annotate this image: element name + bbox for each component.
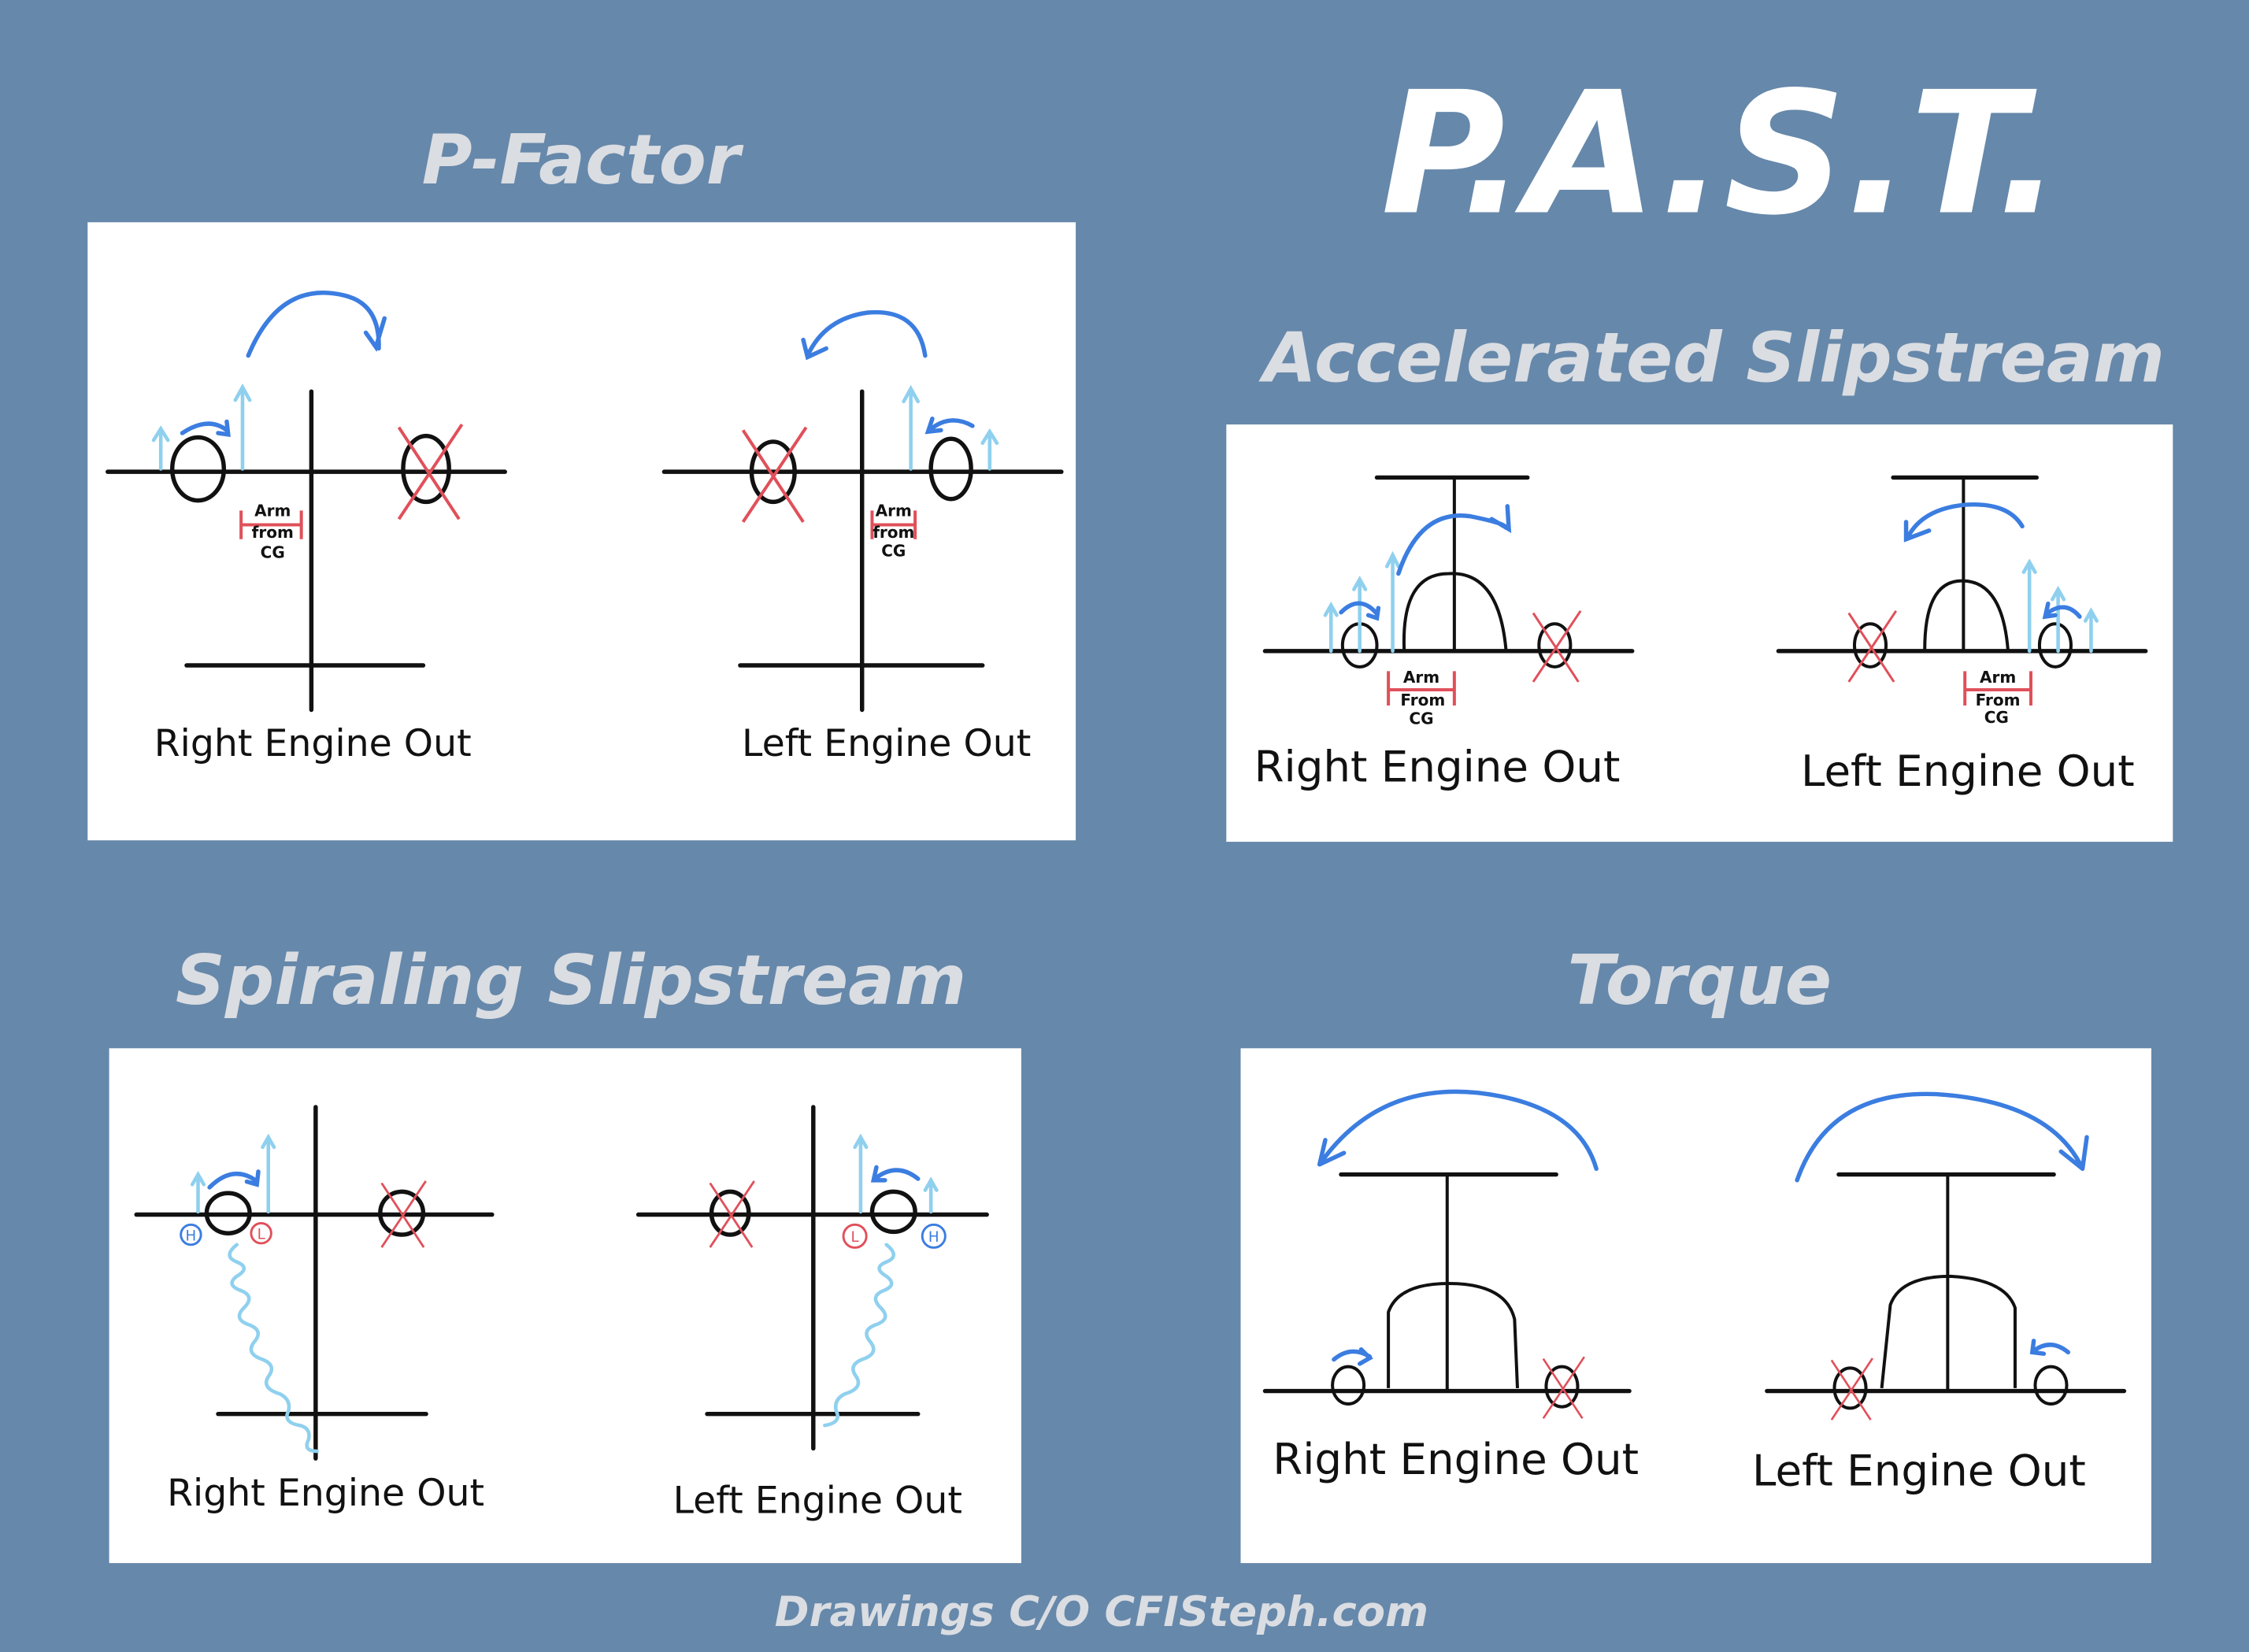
low-pressure-marker: L bbox=[258, 1227, 266, 1243]
from-label: from bbox=[252, 523, 294, 542]
arm-label: Arm bbox=[254, 502, 291, 520]
right-engine-out-label: Right Engine Out bbox=[154, 722, 472, 765]
left-engine-out-label: Left Engine Out bbox=[673, 1479, 962, 1522]
left-engine-out-label: Left Engine Out bbox=[1752, 1446, 2086, 1496]
left-engine-out-label: Left Engine Out bbox=[742, 722, 1031, 765]
arm-label: Arm bbox=[1980, 668, 2016, 687]
page-title: P.A.S.T. bbox=[1381, 56, 2062, 253]
torque-panel: Right Engine Out Left Engine Out bbox=[1240, 1048, 2151, 1564]
spiraling-left-engine-out-diagram: L H Left Engine Out bbox=[635, 1105, 989, 1522]
arm-label: Arm bbox=[876, 502, 912, 520]
right-engine-out-label: Right Engine Out bbox=[1273, 1434, 1639, 1484]
accelerated-right-engine-out-diagram: Arm From CG Right Engine Out bbox=[1254, 475, 1635, 792]
p-factor-panel: Arm from CG Right Engine Out Arm from CG… bbox=[87, 222, 1076, 841]
cg-label: CG bbox=[881, 542, 906, 561]
p-factor-title: P-Factor bbox=[422, 120, 744, 200]
spiraling-slipstream-title: Spiraling Slipstream bbox=[176, 940, 966, 1020]
spiral-slipstream-icon bbox=[228, 1243, 319, 1454]
right-engine-out-label: Right Engine Out bbox=[1254, 742, 1621, 792]
from-label: From bbox=[1976, 691, 2021, 709]
right-engine-out-label: Right Engine Out bbox=[167, 1472, 484, 1515]
accelerated-slipstream-title: Accelerated Slipstream bbox=[1258, 317, 2165, 398]
spiral-slipstream-icon bbox=[823, 1243, 896, 1428]
low-pressure-marker: L bbox=[851, 1229, 860, 1246]
torque-left-engine-out-diagram: Left Engine Out bbox=[1752, 1091, 2127, 1496]
cg-label: CG bbox=[1409, 709, 1433, 728]
cg-label: CG bbox=[1984, 708, 2009, 727]
p-factor-right-engine-out-diagram: Arm from CG Right Engine Out bbox=[106, 291, 507, 765]
spiraling-slipstream-panel: H L Right Engine Out L H Left Engine Out bbox=[109, 1048, 1021, 1564]
high-pressure-marker: H bbox=[928, 1229, 939, 1246]
torque-right-engine-out-diagram: Right Engine Out bbox=[1262, 1089, 1639, 1484]
p-factor-left-engine-out-diagram: Arm from CG Left Engine Out bbox=[661, 309, 1064, 765]
high-pressure-marker: H bbox=[186, 1228, 197, 1244]
from-label: From bbox=[1400, 691, 1445, 709]
cg-label: CG bbox=[261, 543, 285, 561]
accelerated-left-engine-out-diagram: Arm From CG Left Engine Out bbox=[1776, 475, 2148, 796]
left-engine-out-label: Left Engine Out bbox=[1801, 746, 2135, 796]
footer-credit: Drawings C/O CFISteph.com bbox=[775, 1588, 1428, 1636]
accelerated-slipstream-panel: Arm From CG Right Engine Out Arm From CG… bbox=[1226, 424, 2173, 843]
from-label: from bbox=[873, 523, 914, 542]
spiraling-right-engine-out-diagram: H L Right Engine Out bbox=[134, 1105, 495, 1515]
torque-title: Torque bbox=[1567, 940, 1832, 1020]
arm-label: Arm bbox=[1403, 668, 1439, 687]
